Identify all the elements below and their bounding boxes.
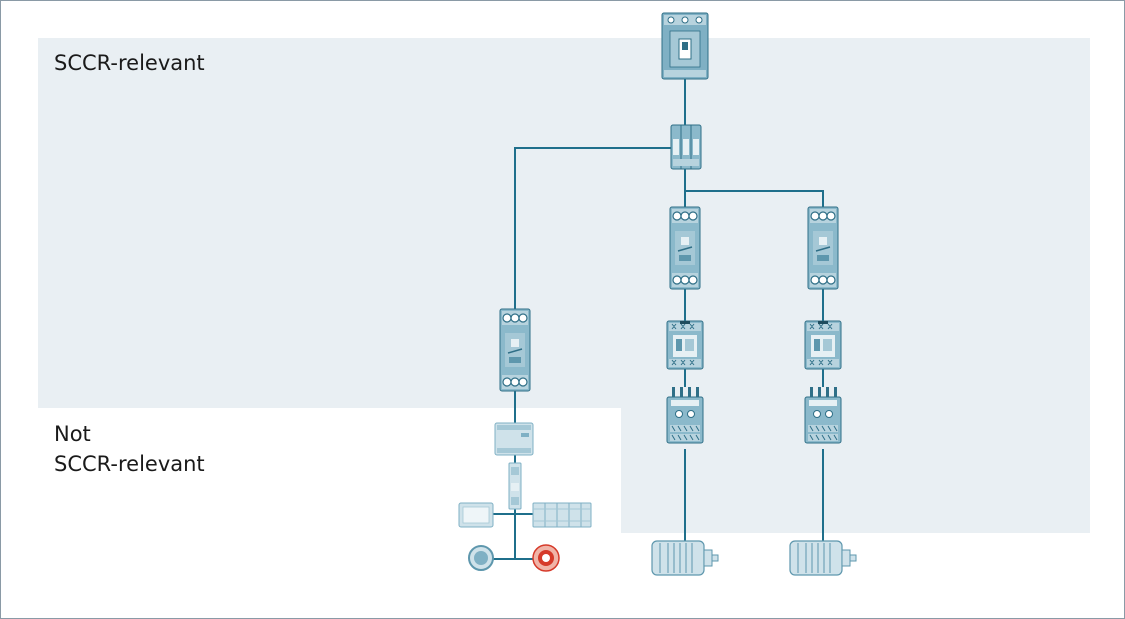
molded-case-circuit-breaker-icon <box>661 12 709 80</box>
wiring <box>493 79 824 560</box>
sccr-relevant-label: SCCR-relevant <box>54 48 205 78</box>
motor-icon <box>651 540 719 576</box>
motor-protection-breaker-icon <box>669 206 701 290</box>
power-supply-icon <box>494 422 534 456</box>
hmi-panel-icon <box>458 502 494 528</box>
sccr-relevant-text: SCCR-relevant <box>54 51 205 75</box>
fuse-holder-icon <box>670 124 702 170</box>
not-sccr-relevant-label: Not SCCR-relevant <box>54 419 205 479</box>
contactor-icon <box>666 320 704 370</box>
motor-protection-breaker-icon <box>807 206 839 290</box>
emergency-stop-icon <box>532 544 560 572</box>
not-sccr-relevant-line1: Not <box>54 422 91 446</box>
motor-protection-breaker-icon <box>499 308 531 392</box>
rotary-switch-icon <box>468 545 494 571</box>
io-module-icon <box>532 502 592 528</box>
motor-icon <box>789 540 857 576</box>
not-sccr-relevant-line2: SCCR-relevant <box>54 452 205 476</box>
contactor-icon <box>804 320 842 370</box>
terminal-block-icon <box>508 462 522 510</box>
